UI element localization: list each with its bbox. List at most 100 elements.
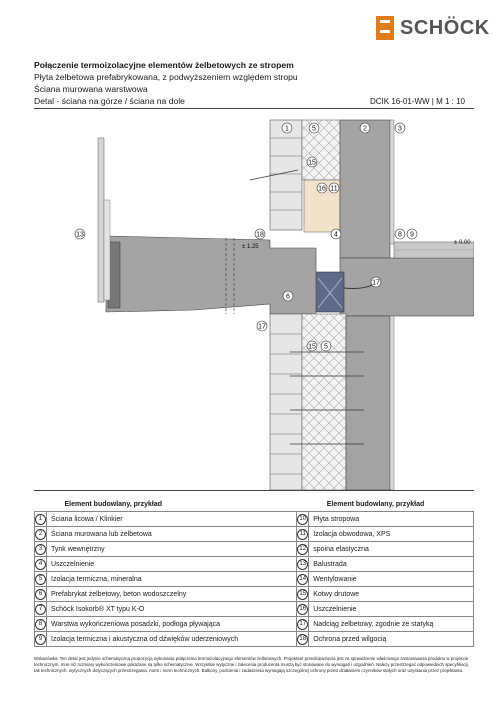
legend-label: Ściana murowana lub żelbetowa bbox=[45, 526, 298, 542]
callout-5-lower: 5 bbox=[320, 340, 332, 352]
legend-label: Prefabrykat żelbetowy, beton wodoszczeln… bbox=[45, 586, 298, 602]
svg-text:16: 16 bbox=[318, 186, 326, 193]
legend-number: 5 bbox=[35, 573, 46, 585]
brand-name: SCHÖCK bbox=[400, 16, 490, 39]
legend-label: Nadciąg żelbetowy, zgodnie ze statyką bbox=[308, 616, 474, 632]
legend-row: 2 Ściana murowana lub żelbetowa 11 Izola… bbox=[34, 526, 474, 542]
svg-text:3: 3 bbox=[398, 126, 402, 133]
level-left-label: ± 1.25 bbox=[242, 244, 259, 250]
legend-number: 1 bbox=[35, 513, 46, 525]
legend-row: 1 Ściana licowa / Klinkier 10 Płyta stro… bbox=[34, 511, 474, 527]
drawing-subtitle: Płyta żelbetowa prefabrykowana, z podwyż… bbox=[34, 72, 298, 82]
legend-number: 6 bbox=[35, 588, 46, 600]
precast-balcony-slab bbox=[105, 235, 317, 315]
legend-number: 17 bbox=[297, 618, 309, 630]
legend-label: Tynk wewnętrzny bbox=[45, 541, 298, 557]
svg-text:2: 2 bbox=[363, 126, 367, 133]
section-drawing: 1 5 2 3 15 16 11 13 18 4 8 9 17 6 17 15 … bbox=[74, 119, 474, 490]
legend-row: 9 Izolacja termiczna i akustyczna od dźw… bbox=[34, 631, 474, 647]
legend-label: spoina elastyczna bbox=[308, 541, 474, 557]
callout-13: 13 bbox=[74, 228, 86, 240]
legend-header-right: Element budowlany, przykład bbox=[296, 498, 474, 512]
svg-text:17: 17 bbox=[258, 324, 266, 331]
svg-text:6: 6 bbox=[286, 294, 290, 301]
legend-number: 3 bbox=[35, 543, 46, 555]
legend-row: 3 Tynk wewnętrzny 12 spoina elastyczna bbox=[34, 541, 474, 557]
load-bearing-wall-upper bbox=[339, 119, 391, 259]
drawing-detail-type: Detal - ściana na górze / ściana na dole bbox=[34, 96, 185, 106]
insulation-upper bbox=[301, 119, 341, 181]
callout-17-lower: 17 bbox=[256, 320, 268, 332]
internal-plaster-upper bbox=[389, 119, 395, 245]
legend-number: 2 bbox=[35, 528, 46, 540]
wire-anchors bbox=[249, 169, 364, 445]
legend-label: Uszczelnienie bbox=[308, 601, 474, 617]
svg-text:13: 13 bbox=[76, 232, 84, 239]
facing-brick-wall-lower bbox=[269, 313, 303, 490]
callout-9: 9 bbox=[406, 228, 418, 240]
legend-table: Element budowlany, przykład Element budo… bbox=[34, 498, 474, 647]
legend-label: Izolacja termiczna, mineralna bbox=[45, 571, 298, 587]
legend-number: 14 bbox=[297, 573, 309, 585]
callout-4: 4 bbox=[330, 228, 342, 240]
svg-text:11: 11 bbox=[330, 186, 337, 193]
svg-text:18: 18 bbox=[256, 232, 264, 239]
callout-2: 2 bbox=[359, 122, 371, 134]
svg-text:9: 9 bbox=[410, 232, 414, 239]
insulation-lower bbox=[301, 313, 347, 490]
disclaimer-footnote: Wskazówka: Ten detal jest jedynie schema… bbox=[34, 656, 469, 673]
svg-text:5: 5 bbox=[324, 344, 328, 351]
svg-text:5: 5 bbox=[312, 126, 316, 133]
balustrade bbox=[97, 137, 105, 303]
callout-1: 1 bbox=[281, 122, 293, 134]
legend-header-left: Element budowlany, przykład bbox=[34, 498, 297, 512]
floor-slab bbox=[339, 257, 474, 317]
legend-label: Balustrada bbox=[308, 556, 474, 572]
legend-number: 16 bbox=[297, 603, 309, 615]
legend-label: Ściana licowa / Klinkier bbox=[45, 511, 298, 527]
legend-number: 7 bbox=[35, 603, 46, 615]
legend-label: Uszczelnienie bbox=[45, 556, 298, 572]
load-bearing-wall-lower bbox=[345, 315, 391, 490]
callout-16: 16 bbox=[316, 182, 328, 194]
callout-6: 6 bbox=[282, 290, 294, 302]
svg-text:15: 15 bbox=[308, 344, 316, 351]
legend-number: 9 bbox=[35, 633, 46, 645]
level-right-label: ± 0.00 bbox=[454, 240, 471, 246]
legend-row: 6 Prefabrykat żelbetowy, beton wodoszcze… bbox=[34, 586, 474, 602]
legend-label: Wentylowanie bbox=[308, 571, 474, 587]
legend-row: 4 Uszczelnienie 13 Balustrada bbox=[34, 556, 474, 572]
callout-15-upper: 15 bbox=[306, 156, 318, 168]
svg-text:4: 4 bbox=[334, 232, 338, 239]
drawing-wall-type: Ściana murowana warstwowa bbox=[34, 84, 148, 94]
legend-number: 12 bbox=[297, 543, 309, 555]
legend-label: Schöck Isokorb® XT typu K-O bbox=[45, 601, 298, 617]
legend-number: 11 bbox=[297, 528, 309, 540]
legend-label: Kotwy drutowe bbox=[308, 586, 474, 602]
callout-18: 18 bbox=[254, 228, 266, 240]
legend-row: 7 Schöck Isokorb® XT typu K-O 16 Uszczel… bbox=[34, 601, 474, 617]
svg-text:15: 15 bbox=[308, 160, 316, 167]
internal-plaster-lower bbox=[389, 315, 395, 490]
legend-number: 8 bbox=[35, 618, 46, 630]
drawing-title: Połączenie termoizolacyjne elementów żel… bbox=[34, 60, 294, 70]
legend-label: Warstwa wykończeniowa posadzki, podłoga … bbox=[45, 616, 298, 632]
legend-label: Ochrona przed wilgocią bbox=[308, 631, 474, 647]
drawing-divider bbox=[34, 490, 474, 491]
svg-text:1: 1 bbox=[285, 126, 289, 133]
brand-logo: SCHÖCK bbox=[376, 16, 490, 40]
legend-number: 4 bbox=[35, 558, 46, 570]
header-divider bbox=[34, 108, 474, 109]
legend-label: Izolacja obwodowa, XPS bbox=[308, 526, 474, 542]
callout-8: 8 bbox=[394, 228, 406, 240]
legend-number: 13 bbox=[297, 558, 309, 570]
callout-17-upper: 17 bbox=[370, 276, 382, 288]
legend-label: Płyta stropowa bbox=[308, 511, 474, 527]
callout-15-lower: 15 bbox=[306, 340, 318, 352]
svg-text:8: 8 bbox=[398, 232, 402, 239]
svg-text:17: 17 bbox=[372, 280, 380, 287]
callout-5-upper: 5 bbox=[308, 122, 320, 134]
callout-11-upper: 11 bbox=[328, 182, 340, 194]
schoeck-logo-icon bbox=[376, 16, 394, 40]
callout-3: 3 bbox=[394, 122, 406, 134]
